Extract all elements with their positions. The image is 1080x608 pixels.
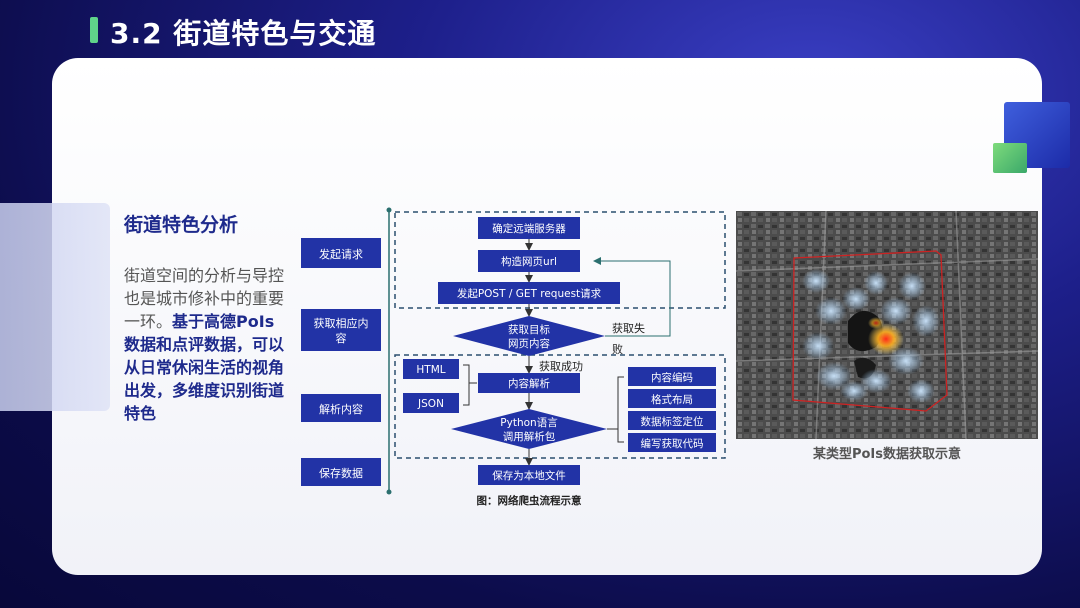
flowchart-caption: 图：网络爬虫流程示意 (477, 494, 582, 507)
box-parse-content: 内容解析 (478, 373, 580, 393)
html-json-bracket (463, 364, 477, 406)
left-step-1: 发起请求 (301, 238, 381, 268)
svg-text:格式布局: 格式布局 (651, 393, 693, 406)
timeline-dot-top (386, 207, 392, 213)
right-box-3: 数据标签定位 (628, 411, 716, 430)
heat-blobs (802, 269, 940, 403)
svg-text:内容解析: 内容解析 (508, 377, 550, 390)
svg-text:发起请求: 发起请求 (319, 247, 363, 261)
fail-label-2: 败 (612, 342, 623, 356)
svg-text:保存为本地文件: 保存为本地文件 (492, 469, 566, 482)
diamond-fetch-target: 获取目标 网页内容 (453, 316, 605, 356)
svg-text:HTML: HTML (416, 364, 445, 376)
success-label: 获取成功 (539, 360, 583, 373)
svg-text:确定远端服务器: 确定远端服务器 (492, 222, 566, 235)
svg-text:构造网页url: 构造网页url (501, 255, 557, 268)
svg-text:内容编码: 内容编码 (651, 371, 693, 384)
left-step-3: 解析内容 (301, 394, 381, 422)
left-step-2: 获取相应内 容 (301, 309, 381, 351)
svg-text:发起POST / GET request请求: 发起POST / GET request请求 (457, 287, 602, 300)
section-text: 街道空间的分析与导控也是城市修补中的重要一环。基于高德PoIs数据和点评数据，可… (124, 264, 284, 425)
left-step-2-line2: 容 (336, 331, 347, 345)
left-step-2-line1: 获取相应内 (314, 316, 369, 330)
svg-text:JSON: JSON (417, 398, 444, 410)
svg-text:编写获取代码: 编写获取代码 (641, 437, 704, 450)
box-save-local: 保存为本地文件 (478, 465, 580, 485)
box-send-request: 发起POST / GET request请求 (438, 282, 620, 304)
request-group-frame (394, 211, 726, 309)
section-heading: 街道特色分析 (124, 214, 239, 236)
page-title: 3.2 街道特色与交通 (110, 17, 377, 50)
title-accent-bar (90, 17, 98, 43)
svg-text:获取目标: 获取目标 (508, 324, 550, 336)
crawler-flowchart: 发起请求 获取相应内 容 解析内容 保存数据 确定远端服务器 构造网页url 发… (301, 207, 726, 507)
svg-text:解析内容: 解析内容 (319, 402, 363, 416)
fail-label-1: 获取失 (612, 322, 645, 335)
svg-text:网页内容: 网页内容 (508, 337, 550, 350)
decor-square-green (993, 143, 1027, 173)
box-json: JSON (403, 393, 459, 413)
diamond-python: Python语言 调用解析包 (451, 409, 607, 449)
timeline-dot-bottom (386, 489, 392, 495)
pois-heatmap-image (736, 211, 1038, 439)
box-build-url: 构造网页url (478, 250, 580, 272)
box-confirm-server: 确定远端服务器 (478, 217, 580, 239)
svg-text:数据标签定位: 数据标签定位 (641, 415, 704, 428)
svg-text:Python语言: Python语言 (500, 416, 557, 429)
svg-text:调用解析包: 调用解析包 (503, 430, 556, 443)
right-bracket (607, 376, 624, 443)
right-box-4: 编写获取代码 (628, 433, 716, 452)
side-accent-panel (0, 203, 110, 411)
box-html: HTML (403, 359, 459, 379)
photo-caption: 某类型PoIs数据获取示意 (812, 447, 962, 462)
right-box-2: 格式布局 (628, 389, 716, 408)
right-box-1: 内容编码 (628, 367, 716, 386)
fail-loop-arrow (593, 257, 671, 337)
left-step-4: 保存数据 (301, 458, 381, 486)
section-text-plain: 街道空间的分析与导控也是城市修补中的重要一环。 (124, 266, 285, 331)
parse-group-frame (394, 354, 726, 459)
svg-text:保存数据: 保存数据 (319, 466, 363, 480)
section-text-bold: 基于高德PoIs数据和点评数据，可以从日常休闲生活的视角出发，多维度识别街道特色 (124, 312, 285, 423)
